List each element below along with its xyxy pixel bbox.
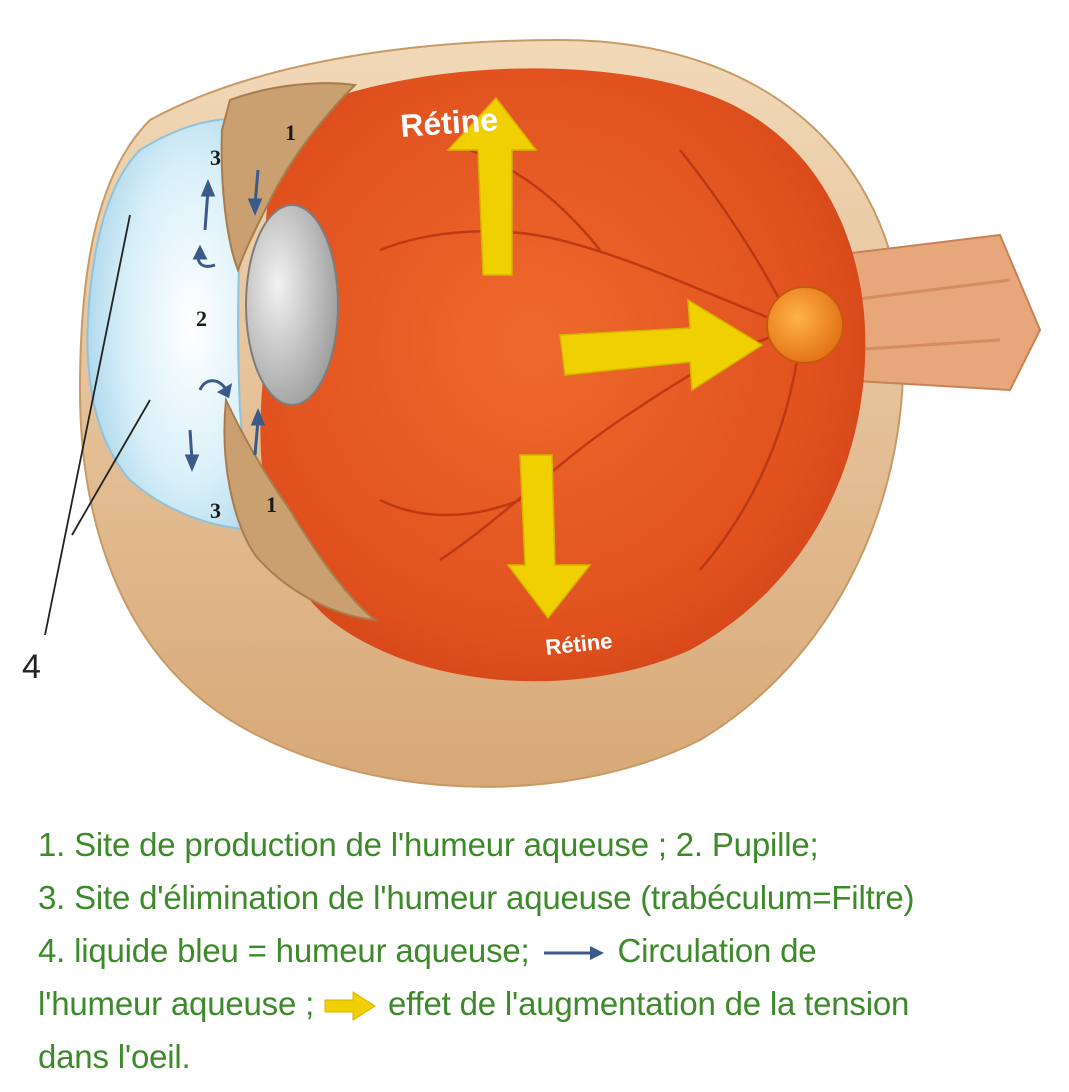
- legend: 1. Site de production de l'humeur aqueus…: [38, 818, 1058, 1083]
- label-4: 4: [22, 648, 41, 686]
- dark-blue-arrow-icon: [544, 946, 605, 961]
- legend-line-4: l'humeur aqueuse ; effet de l'augmentati…: [38, 977, 1058, 1030]
- legend-line-5: dans l'oeil.: [38, 1038, 191, 1075]
- optic-nerve: [833, 233, 1042, 392]
- circulation-arrows: [184, 169, 266, 472]
- legend-line-1: 1. Site de production de l'humeur aqueus…: [38, 826, 819, 863]
- legend-line-3-text-b: Circulation de: [617, 932, 817, 969]
- label-3-top: 3: [210, 145, 221, 170]
- label-1-bottom: 1: [266, 492, 277, 517]
- yellow-arrow-icon: [324, 991, 376, 1022]
- label-3-bottom: 3: [210, 498, 221, 523]
- label-4-pointers: [44, 214, 151, 636]
- legend-line-4-text-b: effet de l'augmentation de la tension: [387, 985, 910, 1022]
- legend-line-3-text-a: 4. liquide bleu = humeur aqueuse;: [38, 932, 530, 969]
- legend-line-3: 4. liquide bleu = humeur aqueuse; Circul…: [38, 924, 1058, 977]
- optic-disc: [766, 286, 844, 364]
- ciliary-body-bottom: [223, 396, 379, 622]
- pressure-arrow-right: [559, 298, 764, 392]
- retina: [260, 68, 866, 682]
- eye-cross-section-diagram: 1 3 2 3 1 4 Rétine Rétine: [22, 38, 1042, 788]
- ciliary-body-top: [220, 82, 358, 273]
- legend-line-2: 3. Site d'élimination de l'humeur aqueus…: [38, 879, 915, 916]
- legend-line-4-text-a: l'humeur aqueuse ;: [38, 985, 315, 1022]
- pressure-arrow-up: [446, 96, 538, 276]
- lens: [245, 204, 339, 406]
- label-1-top: 1: [285, 120, 296, 145]
- pressure-arrows: [446, 96, 764, 620]
- label-2: 2: [196, 306, 207, 331]
- retine-label-top: Rétine: [399, 101, 499, 144]
- pressure-arrow-down: [506, 454, 592, 620]
